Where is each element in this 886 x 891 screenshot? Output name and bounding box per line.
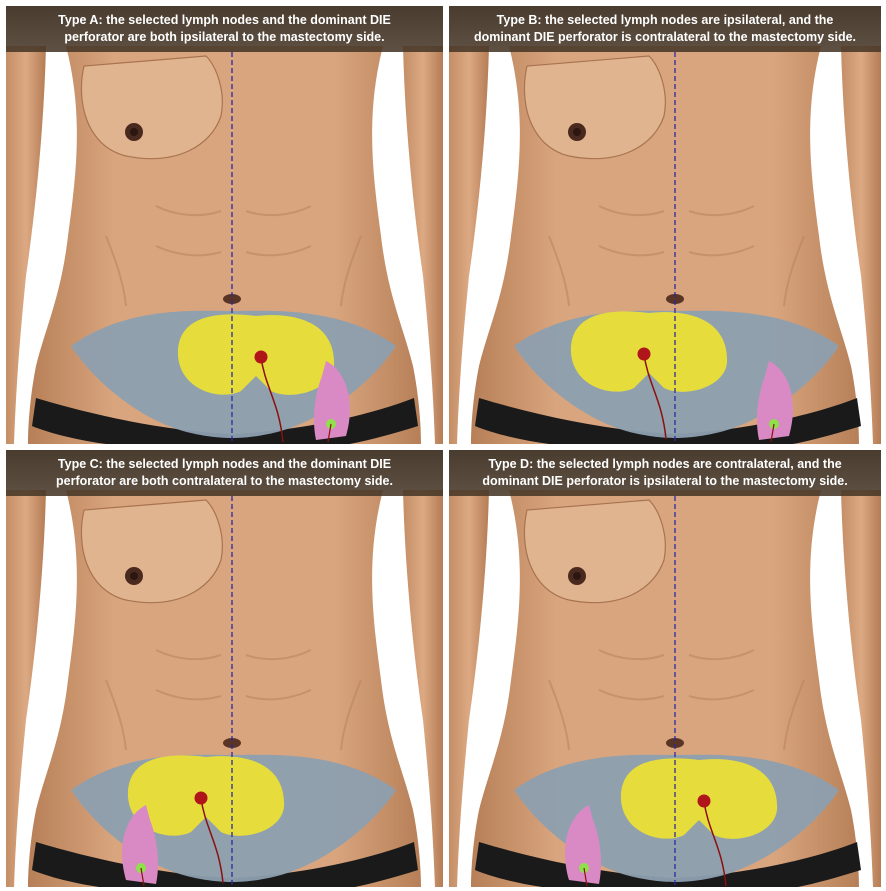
caption-line-1: Type A: the selected lymph nodes and the…	[12, 12, 437, 29]
caption-line-2: perforator are both contralateral to the…	[12, 473, 437, 490]
panel-type-d: Type D: the selected lymph nodes are con…	[449, 450, 881, 887]
torso-illustration	[449, 6, 881, 444]
torso-illustration	[449, 450, 881, 887]
torso-illustration	[6, 6, 443, 444]
die-perforator	[638, 348, 651, 361]
die-perforator	[698, 795, 711, 808]
caption-line-2: dominant DIE perforator is ipsilateral t…	[455, 473, 875, 490]
panel-caption: Type D: the selected lymph nodes are con…	[449, 450, 881, 496]
nipple-center	[130, 128, 138, 136]
torso-illustration	[6, 450, 443, 887]
breast	[81, 56, 222, 159]
nipple-center	[573, 572, 581, 580]
panel-caption: Type C: the selected lymph nodes and the…	[6, 450, 443, 496]
panel-caption: Type A: the selected lymph nodes and the…	[6, 6, 443, 52]
nipple-center	[130, 572, 138, 580]
breast	[524, 500, 665, 603]
panel-caption: Type B: the selected lymph nodes are ips…	[449, 6, 881, 52]
panel-type-b: Type B: the selected lymph nodes are ips…	[449, 6, 881, 444]
panel-type-a: Type A: the selected lymph nodes and the…	[6, 6, 443, 444]
caption-line-1: Type C: the selected lymph nodes and the…	[12, 456, 437, 473]
caption-line-1: Type B: the selected lymph nodes are ips…	[455, 12, 875, 29]
caption-line-2: dominant DIE perforator is contralateral…	[455, 29, 875, 46]
panel-type-c: Type C: the selected lymph nodes and the…	[6, 450, 443, 887]
die-perforator	[195, 792, 208, 805]
breast	[524, 56, 665, 159]
caption-line-1: Type D: the selected lymph nodes are con…	[455, 456, 875, 473]
breast	[81, 500, 222, 603]
die-perforator	[255, 351, 268, 364]
nipple-center	[573, 128, 581, 136]
caption-line-2: perforator are both ipsilateral to the m…	[12, 29, 437, 46]
